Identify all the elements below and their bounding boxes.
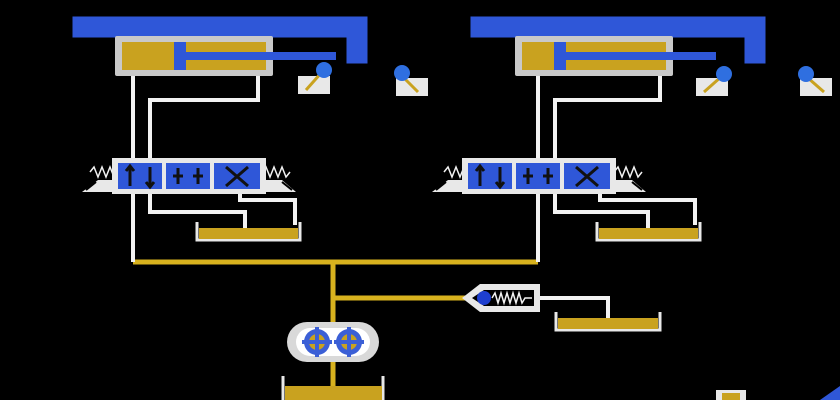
reservoir-icon	[595, 222, 702, 242]
limit-switch-lever	[402, 76, 420, 94]
corner-fragment-bottom-right-1	[716, 390, 746, 400]
relief-valve[interactable]	[462, 284, 540, 312]
pressure-lines	[133, 259, 538, 388]
limit-switch-icon	[716, 66, 732, 82]
left-valve-drain-line	[238, 190, 297, 225]
left-cylinder-fluid-cap-end	[122, 42, 174, 70]
limit-switch-box	[298, 76, 330, 94]
limit-switch-left-b[interactable]	[394, 65, 428, 96]
limit-switch-left-a[interactable]	[298, 62, 332, 94]
reservoir-icon	[281, 376, 385, 400]
right-cylinder-fluid-cap-end	[522, 42, 554, 70]
left-directional-valve[interactable]	[82, 158, 296, 194]
gear-pump-gear-right	[334, 327, 364, 357]
left-valve-operator-left	[82, 180, 112, 192]
left-valve-envelope-2	[166, 163, 210, 189]
left-piston-rod	[186, 52, 336, 60]
left-valve-operator-right-mark	[281, 181, 293, 191]
reservoir-fluid	[599, 228, 698, 239]
left-valve-operator-left-mark	[85, 181, 97, 191]
left-valve-return-line	[148, 190, 247, 230]
reservoir-valve-left	[195, 222, 302, 242]
gear-pump[interactable]	[287, 322, 379, 362]
right-valve-operator-left-mark	[435, 181, 447, 191]
right-actuator-assembly	[469, 15, 767, 76]
return-lines	[131, 75, 697, 318]
limit-switch-icon	[394, 65, 410, 81]
limit-switch-icon	[316, 62, 332, 78]
right-valve-operator-left	[432, 180, 462, 192]
reservoir-valve-right	[595, 222, 702, 242]
limit-switch-right-a[interactable]	[696, 66, 732, 96]
reservoir-fluid	[199, 228, 298, 239]
right-valve-envelope-2	[516, 163, 560, 189]
reservoir-fluid	[285, 386, 382, 400]
right-valve-return-line	[553, 190, 650, 230]
right-valve-envelope-1	[468, 163, 512, 189]
right-actuator-arm	[469, 15, 767, 65]
left-valve-operator-right	[266, 180, 296, 192]
limit-switch-icon	[798, 66, 814, 82]
right-valve-spring-right	[613, 164, 643, 180]
right-valve-operator-right	[616, 180, 646, 192]
relief-valve-ball	[477, 291, 491, 305]
reservoir-pump-suction	[281, 376, 385, 400]
relief-return-line	[540, 296, 610, 318]
right-cylinder-port-b-line	[553, 75, 662, 165]
left-valve-envelope-1	[118, 163, 162, 189]
left-actuator-assembly	[71, 15, 369, 76]
reservoir-relief	[554, 312, 662, 332]
corner-fragment-bottom-right-2	[820, 386, 840, 400]
relief-valve-spring	[491, 290, 532, 306]
reservoir-icon	[195, 222, 302, 242]
gear-pump-gear-left	[302, 327, 332, 357]
left-piston	[174, 42, 186, 70]
right-valve-operator-right-mark	[631, 181, 643, 191]
left-cylinder-port-b-line	[148, 75, 260, 165]
left-valve-spring-right	[261, 164, 291, 180]
right-piston-rod	[566, 52, 716, 60]
right-piston	[554, 42, 566, 70]
right-valve-drain-line	[598, 190, 697, 225]
reservoir-fluid	[558, 318, 658, 329]
limit-switch-right-b[interactable]	[798, 66, 832, 96]
reservoir-icon	[554, 312, 662, 332]
right-directional-valve[interactable]	[432, 158, 646, 194]
left-actuator-arm	[71, 15, 369, 65]
